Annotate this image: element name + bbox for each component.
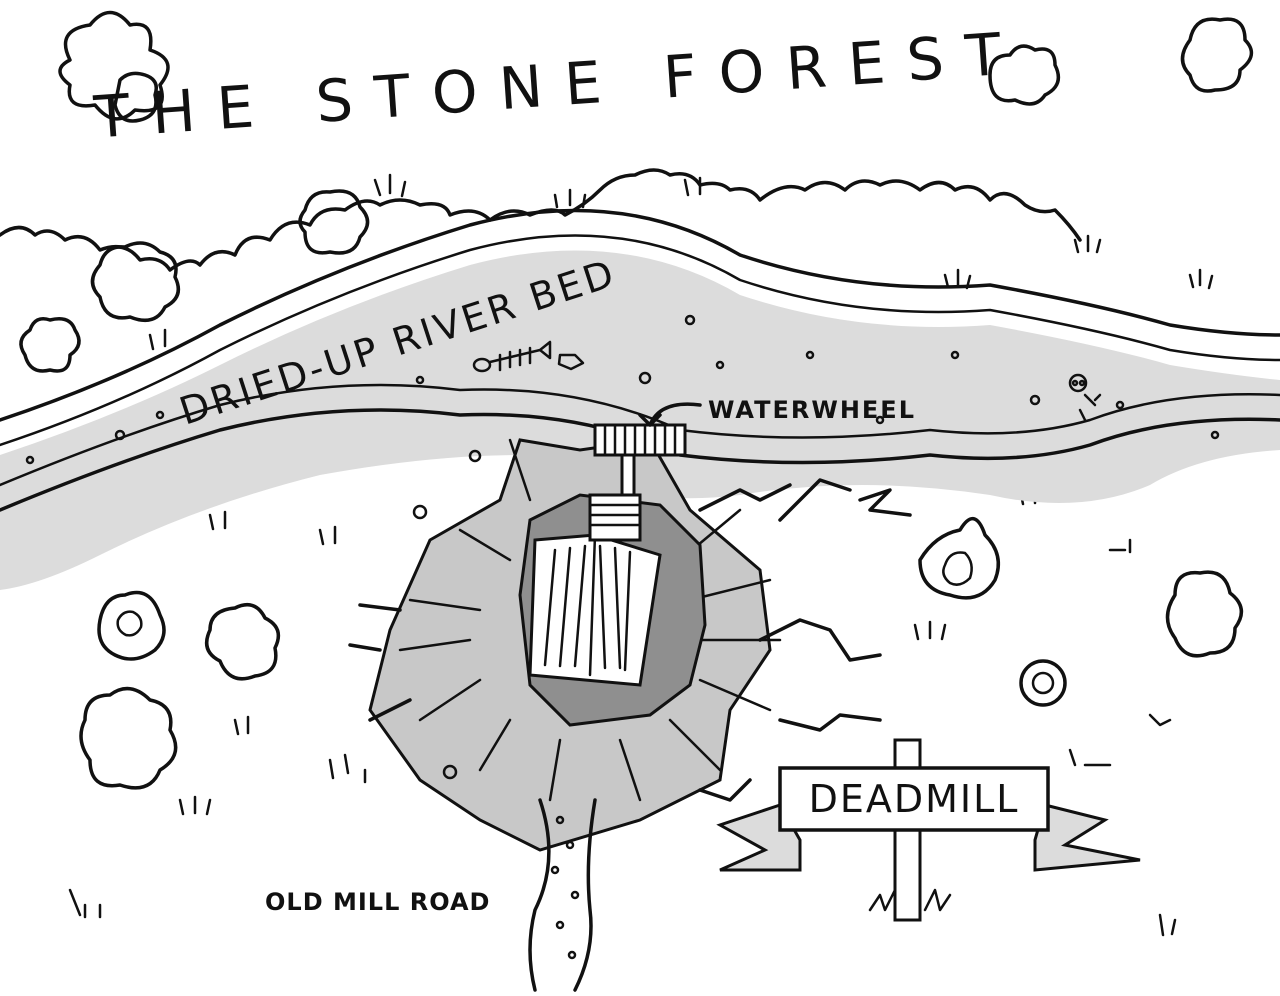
pebble [1029,394,1041,406]
bush-upper-mid [298,189,370,255]
road-path [528,798,597,992]
river-bed-fill [0,250,1280,591]
bush-left-mid-low [204,602,281,681]
grass-tuft [373,173,407,198]
waterwheel-axle [620,448,636,497]
rock-icon [468,449,482,463]
ground-cracks [348,478,912,802]
bushes [19,10,1254,790]
pebble [950,350,960,360]
bush-top-right-b [1180,17,1254,93]
pebble [715,360,725,370]
river-bank-north [0,208,1280,422]
crater [368,423,782,852]
grass-tuft [1188,268,1214,290]
pebble [684,314,696,326]
grass-tuft [148,328,167,351]
grass-tuft [683,176,702,197]
grass-tuft [318,525,337,546]
rock-icon [442,764,458,780]
sign-board [778,766,1050,832]
grass-tuft [1148,713,1172,727]
rock-icon [557,353,585,371]
stone-ring-small [1019,659,1067,707]
grass-tuft [1073,234,1102,254]
road-gravel [550,815,580,960]
river-pebbles [25,314,1220,465]
mill-stairs-steps [588,503,642,527]
bush-top-left [58,10,170,121]
mill-building [528,533,662,687]
waterwheel-callout: WATERWHEEL [638,396,916,427]
pebble [1210,430,1220,440]
bush-right-mid [1165,570,1244,658]
grass-tuft [1108,538,1132,554]
river-bank-south-inner [0,383,1280,487]
fish-skeleton-icon [472,340,552,373]
grass-tuft [1068,748,1112,767]
map-title-text: THE STONE FOREST [91,19,1025,152]
road-label: OLD MILL ROAD [265,888,490,916]
river-bank-north-inner [0,234,1280,447]
grass-tuft [553,188,587,209]
waterwheel-label: WATERWHEEL [708,396,916,424]
grass-tuft [913,620,947,641]
deadmill-sign: DEADMILL [716,738,1141,922]
stone-ring-left [97,590,166,661]
pebble [875,415,885,425]
mill-roof-lines [543,544,632,672]
waterwheel-paddles [603,423,677,457]
skull-icon [1068,373,1102,422]
grass-tuft [1158,913,1177,937]
crater-rays [398,438,782,802]
crack [698,478,852,522]
map-title: THE STONE FOREST [91,19,1025,152]
waterwheel-arrow-icon [638,402,702,427]
sign-label: DEADMILL [809,777,1020,821]
grass-tuft [328,753,367,784]
pebble [25,455,35,465]
old-mill-road: OLD MILL ROAD [265,798,597,992]
crack [858,488,912,517]
bush-top-right-a [988,44,1061,106]
sign-banner-ribbon [1033,803,1141,872]
grass-tuft [208,510,227,531]
bush-upper-left-grove [90,241,181,323]
pebble [1115,400,1125,410]
bush-top-left-small [113,71,158,123]
grass-tuft [178,795,212,816]
crack [348,603,412,722]
mill-stairs [588,493,642,542]
pebble [114,429,126,441]
pebble [638,371,652,385]
waterwheel-icon [593,423,687,457]
pebble [805,350,815,360]
stone-ring-right [918,517,1001,600]
rock-icon [412,504,428,520]
pebble [415,375,425,385]
stone-rings [97,449,1067,780]
bush-left-lower [79,686,178,790]
bush-left-mid [19,317,81,373]
crack [698,778,752,802]
mill-roof-ridge [588,533,597,677]
grass-tuft [233,715,250,736]
crack [758,618,882,662]
grass-tuft [68,888,102,919]
crack [778,713,882,732]
pebble [155,410,165,420]
